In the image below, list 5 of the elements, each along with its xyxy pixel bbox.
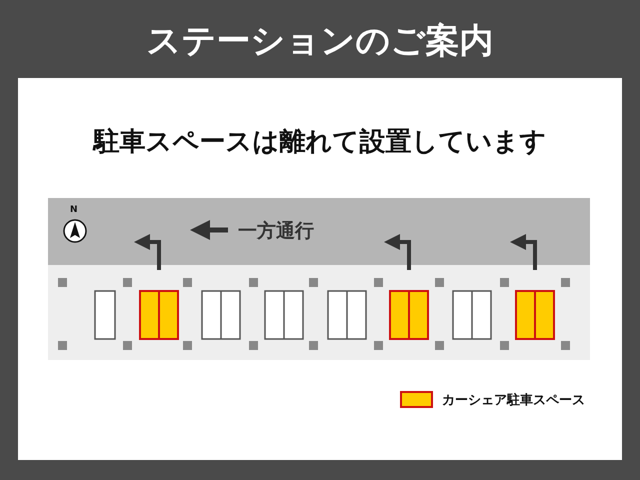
heading: 駐車スペースは離れて設置しています (92, 126, 548, 159)
legend-text: カーシェア駐車スペース (442, 392, 585, 409)
compass-label: N (70, 205, 78, 215)
page-title: ステーションのご案内 (146, 20, 494, 63)
road-sign-text: 一方通行 (238, 219, 314, 244)
